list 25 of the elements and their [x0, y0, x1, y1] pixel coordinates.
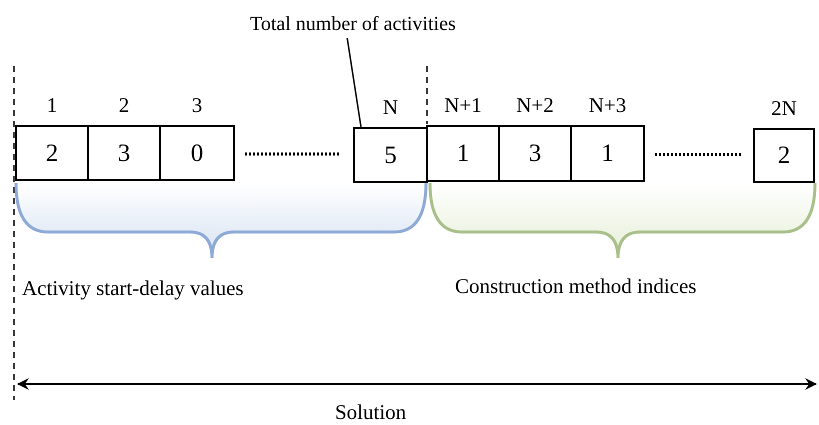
gene-cell: 1 — [570, 125, 645, 182]
position-index: 3 — [192, 95, 202, 116]
position-index: N+1 — [444, 95, 482, 116]
position-index: N+2 — [516, 95, 554, 116]
gene-cell: 1 — [426, 125, 500, 182]
annotation-text: Total number of activities — [250, 14, 456, 34]
brace-label: Construction method indices — [455, 276, 696, 297]
gene-cell: 2 — [753, 128, 815, 183]
position-index: N+3 — [588, 95, 626, 116]
ellipsis-line — [245, 152, 341, 156]
dimension-label: Solution — [335, 402, 406, 423]
gene-cell: 3 — [498, 125, 572, 182]
position-index: 2 — [118, 95, 130, 116]
gene-cell: 0 — [159, 125, 235, 181]
position-index: N — [382, 97, 398, 118]
gene-cell: 5 — [353, 127, 428, 183]
gene-cell: 3 — [87, 125, 161, 181]
ellipsis-line — [655, 153, 741, 156]
curly-brace — [14, 182, 428, 260]
position-index: 2N — [771, 98, 797, 119]
gene-cell: 2 — [15, 125, 89, 181]
brace-label: Activity start-delay values — [22, 278, 244, 299]
curly-brace — [428, 182, 816, 260]
leader-line — [346, 38, 362, 128]
position-index: 1 — [46, 95, 58, 116]
